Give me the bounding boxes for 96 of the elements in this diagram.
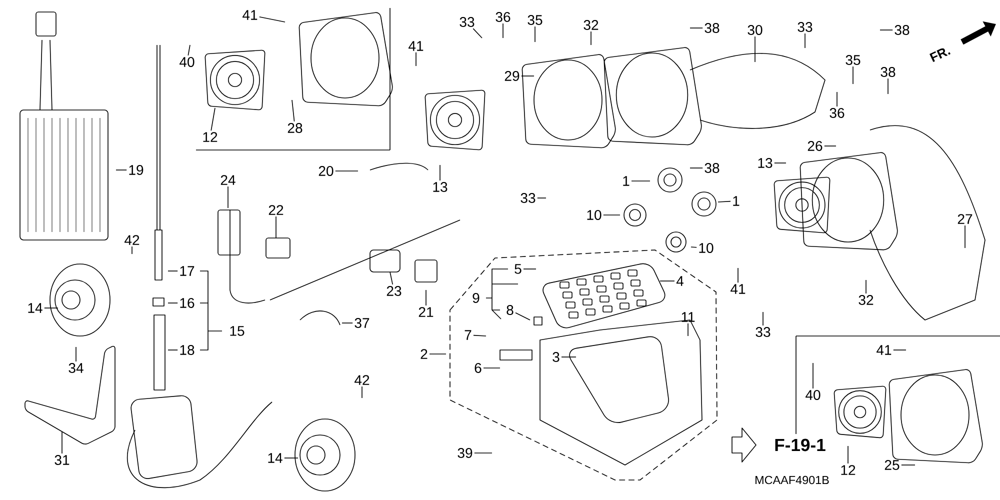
callout-number: 19 bbox=[129, 165, 144, 175]
callout-number: 42 bbox=[354, 375, 370, 385]
callout-number: 14 bbox=[28, 303, 42, 313]
callout-number: 17 bbox=[180, 266, 194, 276]
leader-line bbox=[335, 170, 358, 172]
callout-number: 16 bbox=[180, 298, 194, 308]
callout-number: 33 bbox=[756, 327, 770, 337]
leader-line bbox=[168, 302, 178, 304]
callout-number: 13 bbox=[433, 182, 448, 192]
callout-number: 41 bbox=[730, 284, 746, 294]
callout-number: 41 bbox=[408, 41, 424, 51]
callout-number: 13 bbox=[758, 158, 772, 168]
callout-number: 41 bbox=[876, 345, 892, 355]
callout-number: 29 bbox=[504, 71, 520, 81]
callout-number: 12 bbox=[203, 132, 218, 142]
leader-line bbox=[631, 180, 650, 182]
callout-number: 18 bbox=[180, 345, 194, 355]
callout-number: 10 bbox=[699, 243, 714, 253]
callout-number: 5 bbox=[514, 264, 522, 274]
callout-number: 36 bbox=[830, 108, 844, 118]
leader-line bbox=[754, 36, 756, 62]
callout-number: 36 bbox=[496, 12, 510, 22]
leader-line bbox=[342, 322, 354, 324]
leader-line bbox=[660, 280, 675, 282]
leader-line bbox=[502, 23, 504, 38]
callout-number: 24 bbox=[220, 175, 236, 185]
leader-line bbox=[259, 16, 286, 22]
callout-number: 21 bbox=[418, 307, 434, 317]
leader-line bbox=[762, 312, 764, 326]
callout-number: 10 bbox=[587, 210, 602, 220]
callout-number: 32 bbox=[584, 20, 598, 30]
leader-line bbox=[168, 270, 178, 272]
callout-number: 20 bbox=[318, 166, 334, 176]
leader-line bbox=[804, 33, 806, 48]
callout-number: 28 bbox=[288, 123, 302, 133]
leader-line bbox=[534, 26, 536, 42]
callout-number: 40 bbox=[806, 390, 820, 400]
callout-number: 9 bbox=[472, 293, 480, 303]
callout-number: 2 bbox=[420, 349, 428, 359]
callout-number: 7 bbox=[464, 330, 472, 340]
callout-number: 38 bbox=[894, 25, 910, 35]
leader-line bbox=[774, 162, 786, 164]
leader-line bbox=[473, 334, 486, 336]
leader-line bbox=[210, 108, 216, 131]
callout-number: 35 bbox=[846, 55, 860, 65]
drawing-code: MCAAF4901B bbox=[756, 476, 829, 484]
callout-number: 32 bbox=[858, 295, 874, 305]
leader-line bbox=[690, 246, 698, 248]
callout-number: 35 bbox=[528, 15, 542, 25]
callout-number: 42 bbox=[124, 235, 140, 245]
callout-number: 1 bbox=[733, 196, 740, 206]
callout-number: 25 bbox=[884, 460, 900, 470]
leader-line bbox=[603, 214, 620, 216]
callout-number: 34 bbox=[68, 363, 84, 373]
callout-number: 41 bbox=[242, 10, 258, 20]
callout-number: 15 bbox=[230, 326, 244, 336]
callout-number: 37 bbox=[354, 318, 370, 328]
callout-number: 4 bbox=[676, 276, 684, 286]
leader-line bbox=[812, 362, 814, 389]
callout-number: 22 bbox=[268, 205, 284, 215]
callout-number: 33 bbox=[460, 17, 474, 27]
leader-line bbox=[390, 272, 394, 285]
callout-number: 30 bbox=[748, 25, 762, 35]
callout-number: 14 bbox=[268, 453, 282, 463]
callout-number: 39 bbox=[458, 448, 472, 458]
leader-line bbox=[292, 100, 295, 122]
callout-number: 27 bbox=[958, 214, 972, 224]
leader-line bbox=[474, 452, 492, 454]
callout-number: 33 bbox=[798, 22, 812, 32]
callout-number: 6 bbox=[474, 363, 482, 373]
leader-line bbox=[901, 464, 916, 466]
callout-number: 33 bbox=[520, 193, 536, 203]
leader-line bbox=[718, 200, 731, 202]
callout-number: 38 bbox=[880, 67, 896, 77]
callout-number: 12 bbox=[841, 465, 856, 475]
leader-line bbox=[472, 28, 482, 38]
callout-number: 23 bbox=[386, 286, 402, 296]
leader-line bbox=[188, 44, 190, 56]
callout-number: 26 bbox=[808, 141, 822, 151]
direction-label: FR. bbox=[930, 48, 950, 62]
leader-line bbox=[836, 92, 838, 107]
callout-number: 11 bbox=[682, 312, 695, 322]
callout-number: 8 bbox=[506, 305, 514, 315]
leader-line bbox=[515, 312, 530, 320]
callout-number: 38 bbox=[704, 23, 720, 33]
reference-label: F-19-1 bbox=[775, 438, 826, 452]
leader-line bbox=[523, 268, 536, 270]
leader-line bbox=[964, 225, 966, 248]
leader-line bbox=[852, 66, 854, 84]
callout-number: 31 bbox=[54, 455, 70, 465]
callout-number: 38 bbox=[704, 163, 720, 173]
leader-line bbox=[561, 356, 576, 358]
callout-number: 1 bbox=[623, 176, 630, 186]
leader-line bbox=[590, 31, 592, 46]
callout-number: 40 bbox=[180, 57, 194, 67]
callout-number: 3 bbox=[552, 352, 560, 362]
